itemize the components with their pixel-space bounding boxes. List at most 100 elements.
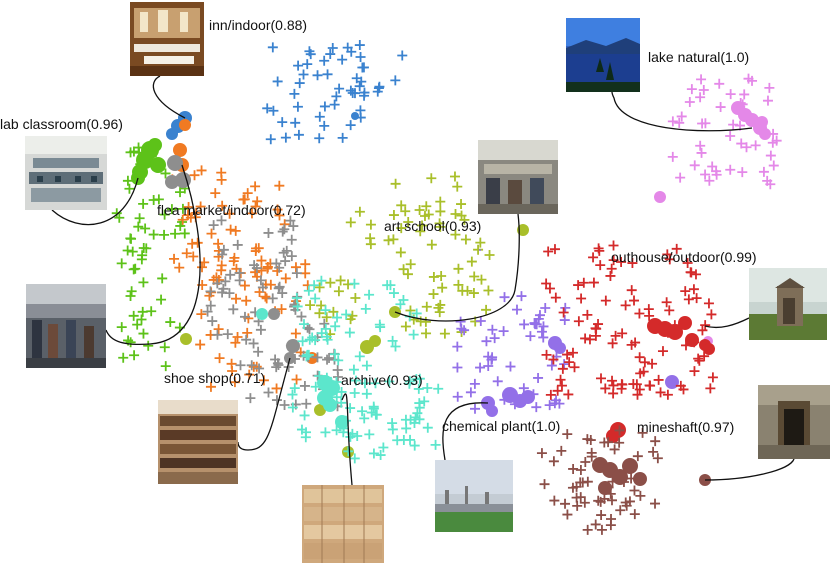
cross-marker xyxy=(354,206,365,217)
cross-marker xyxy=(290,117,301,128)
cross-marker xyxy=(299,410,310,421)
cross-marker xyxy=(693,353,704,364)
label-chemical: chemical plant(1.0) xyxy=(442,418,560,434)
cross-marker xyxy=(280,132,291,143)
cross-marker xyxy=(706,309,717,320)
cross-marker xyxy=(293,60,304,71)
cross-marker xyxy=(272,76,283,87)
cross-marker xyxy=(332,312,343,323)
cross-marker xyxy=(241,295,252,306)
cross-marker xyxy=(267,42,278,53)
sample-dot xyxy=(286,339,300,353)
sample-dot xyxy=(173,143,187,157)
cross-marker xyxy=(316,328,327,339)
cross-marker xyxy=(629,295,640,306)
cross-marker xyxy=(590,519,601,530)
cross-marker xyxy=(573,280,584,291)
cross-marker xyxy=(332,372,343,383)
cross-marker xyxy=(667,116,678,127)
cross-marker xyxy=(531,402,542,413)
cross-marker xyxy=(274,210,285,221)
cross-marker xyxy=(450,229,461,240)
sample-dot xyxy=(268,308,280,320)
cross-marker xyxy=(301,398,312,409)
cross-marker xyxy=(361,388,372,399)
cross-marker xyxy=(699,351,710,362)
shoe-shop-thumbnail xyxy=(158,400,238,484)
cross-marker xyxy=(205,381,216,392)
cross-marker xyxy=(273,283,284,294)
cross-marker xyxy=(232,331,243,342)
cross-marker xyxy=(414,414,425,425)
cross-marker xyxy=(140,223,151,234)
cross-marker xyxy=(122,245,133,256)
cross-marker xyxy=(301,427,312,438)
cross-marker xyxy=(333,355,344,366)
cross-marker xyxy=(225,269,236,280)
cross-marker xyxy=(614,425,625,436)
cross-marker xyxy=(250,181,261,192)
cross-marker xyxy=(557,363,568,374)
cross-marker xyxy=(305,300,316,311)
cross-marker xyxy=(289,88,300,99)
cross-marker xyxy=(415,226,426,237)
cross-marker xyxy=(711,166,722,177)
connector-archive xyxy=(341,393,353,486)
cross-marker xyxy=(337,132,348,143)
cross-marker xyxy=(345,120,356,131)
cross-marker xyxy=(320,305,331,316)
cross-marker xyxy=(330,321,341,332)
cross-marker xyxy=(231,293,242,304)
cross-marker xyxy=(620,300,631,311)
cross-marker xyxy=(743,73,754,84)
sample-dot xyxy=(554,342,566,354)
cross-marker xyxy=(396,223,407,234)
cross-marker xyxy=(725,164,736,175)
cross-marker xyxy=(251,361,262,372)
thumbnails xyxy=(25,2,830,563)
cross-marker xyxy=(345,431,356,442)
cross-marker xyxy=(686,267,697,278)
cross-marker xyxy=(576,293,587,304)
cross-marker xyxy=(489,333,500,344)
label-flea: flea market/indoor(0.72) xyxy=(157,202,306,218)
cross-marker xyxy=(534,310,545,321)
cross-marker xyxy=(741,142,752,153)
cross-marker xyxy=(227,365,238,376)
cross-marker xyxy=(700,118,711,129)
cross-marker xyxy=(387,335,398,346)
cross-marker xyxy=(469,403,480,414)
cross-marker xyxy=(128,310,139,321)
cross-marker xyxy=(360,303,371,314)
cross-marker xyxy=(639,357,650,368)
cross-marker xyxy=(608,240,619,251)
cross-marker xyxy=(715,102,726,113)
cross-marker xyxy=(453,279,464,290)
cross-marker xyxy=(345,85,356,96)
cross-marker xyxy=(400,321,411,332)
cross-marker xyxy=(768,160,779,171)
cross-marker xyxy=(321,312,332,323)
cross-marker xyxy=(358,62,369,73)
cross-marker xyxy=(177,214,188,225)
cross-marker xyxy=(325,49,336,60)
lab-thumbnail xyxy=(25,136,107,210)
cross-marker xyxy=(452,362,463,373)
cross-marker xyxy=(165,317,176,328)
cross-marker xyxy=(689,366,700,377)
cross-marker xyxy=(543,246,554,257)
cross-marker xyxy=(206,228,217,239)
cross-marker xyxy=(675,172,686,183)
cross-marker xyxy=(758,166,769,177)
label-mine: mineshaft(0.97) xyxy=(637,419,734,435)
sample-dot xyxy=(606,429,620,443)
inn-thumbnail xyxy=(130,2,204,76)
cross-marker xyxy=(421,201,432,212)
cross-marker xyxy=(614,437,625,448)
sample-dot xyxy=(685,333,699,347)
cluster-archive xyxy=(256,275,444,464)
cross-marker xyxy=(312,352,323,363)
cross-marker xyxy=(280,256,291,267)
cross-marker xyxy=(370,409,381,420)
sample-dot xyxy=(335,415,349,429)
